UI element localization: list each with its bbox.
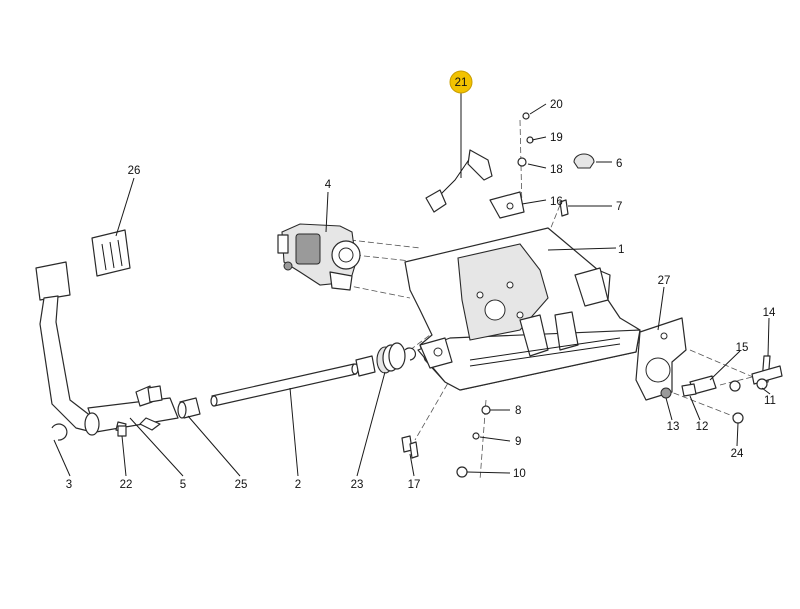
nut-13 [660,387,672,399]
callout-25[interactable]: 25 [235,479,248,491]
knob-6 [573,153,595,169]
callouts: 21 20 19 18 6 16 7 1 4 26 27 14 15 11 13… [66,70,776,491]
callout-highlight-marker[interactable] [449,70,473,94]
nut-24 [732,412,744,424]
pedal-arm [35,261,179,436]
callout-26[interactable]: 26 [128,165,141,177]
callout-23[interactable]: 23 [351,479,364,491]
side-bracket [635,317,687,401]
callout-17[interactable]: 17 [408,479,421,491]
callout-11[interactable]: 11 [764,395,776,407]
pedal-switch-sensor [425,149,493,213]
leader-lines [53,92,771,477]
nut-10 [456,466,468,478]
bushing [177,397,201,419]
pin-7 [559,199,569,217]
callout-10[interactable]: 10 [513,468,526,480]
callout-7[interactable]: 7 [616,201,622,213]
callout-21[interactable]: 21 [455,77,468,89]
callout-24[interactable]: 24 [731,448,744,460]
pin-22 [117,425,127,437]
circlip [51,423,68,441]
nut-18 [517,157,527,167]
pedal-pad [91,229,131,277]
callout-27[interactable]: 27 [658,275,671,287]
main-bracket-plate [404,227,641,391]
nut-20 [522,112,530,120]
callout-15[interactable]: 15 [736,342,749,354]
callout-13[interactable]: 13 [667,421,680,433]
callout-16[interactable]: 16 [550,196,563,208]
callout-20[interactable]: 20 [550,99,563,111]
washer-9 [472,432,480,440]
callout-14[interactable]: 14 [763,307,776,319]
nut-upper [729,380,741,392]
pedal-shaft [210,363,359,407]
callout-2[interactable]: 2 [295,479,301,491]
callout-3[interactable]: 3 [66,479,72,491]
callout-9[interactable]: 9 [515,436,521,448]
switch-bracket [489,191,525,219]
callout-22[interactable]: 22 [120,479,133,491]
callout-12[interactable]: 12 [696,421,709,433]
return-spring [355,342,416,377]
master-cylinder [277,223,361,291]
callout-8[interactable]: 8 [515,405,521,417]
callout-19[interactable]: 19 [550,132,563,144]
callout-6[interactable]: 6 [616,158,622,170]
washer-8 [481,405,491,415]
spacer-12 [681,383,697,397]
callout-1[interactable]: 1 [618,244,624,256]
callout-4[interactable]: 4 [325,179,332,191]
nut-right [756,378,768,390]
callout-5[interactable]: 5 [180,479,186,491]
bolt-17b [409,441,419,459]
callout-18[interactable]: 18 [550,164,563,176]
